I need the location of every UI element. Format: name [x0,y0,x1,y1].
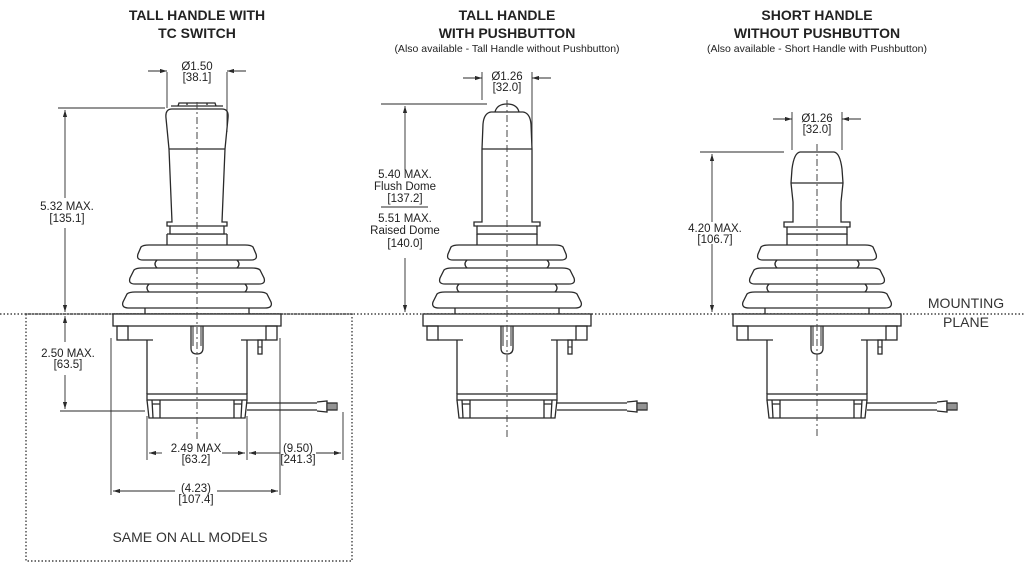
common-depth-dimension: 2.50 MAX. [63.5] [41,316,145,412]
drawing-2-height-raised-in: 5.51 MAX. [378,213,432,225]
drawing-2-subtitle: (Also available - Tall Handle without Pu… [394,43,619,55]
drawing-3-title-line1: SHORT HANDLE [761,7,872,23]
common-base-width-dimension: 2.49 MAX [63.2] [146,416,248,466]
common-base-width-in: 2.49 MAX [171,443,222,455]
drawing-1-height-in: 5.32 MAX. [40,201,94,213]
drawing-2-height-flush-in: 5.40 MAX. [378,169,432,181]
drawing-3-diameter-in: Ø1.26 [801,113,832,125]
drawing-1-diameter-dimension: Ø1.50 [38.1] [148,61,246,132]
drawing-3-diameter-mm: [32.0] [803,124,832,136]
drawing-1-title-line2: TC SWITCH [158,25,236,41]
drawing-1-height-dimension: 5.32 MAX. [135.1] [40,107,165,312]
common-flange-width-dimension: (4.23) [107.4] [110,338,281,506]
drawing-2-title-line1: TALL HANDLE [459,7,556,23]
common-flange-width-mm: [107.4] [178,494,213,506]
drawing-1-diameter-in: Ø1.50 [181,61,212,73]
common-cable-length-mm: [241.3] [280,454,315,466]
drawing-2-diameter-mm: [32.0] [493,82,522,94]
drawing-3-subtitle: (Also available - Short Handle with Push… [707,43,927,55]
drawing-1-title-line1: TALL HANDLE WITH [129,7,265,23]
drawing-2-height-raised-label: Raised Dome [370,225,440,237]
same-on-all-models-box [25,313,353,562]
drawing-3-height-mm: [106.7] [697,234,732,246]
drawing-tall-handle-pushbutton: TALL HANDLE WITH PUSHBUTTON (Also availa… [370,7,648,439]
common-base-width-mm: [63.2] [182,454,211,466]
mounting-plane-label-line1: MOUNTING [928,295,1004,311]
common-depth-mm: [63.5] [54,359,83,371]
drawing-2-title-line2: WITH PUSHBUTTON [439,25,576,41]
drawing-2-height-raised-mm: [140.0] [387,238,422,250]
mounting-plane-label-line2: PLANE [943,314,989,330]
drawing-2-height-dimension: 5.40 MAX. Flush Dome [137.2] 5.51 MAX. R… [370,103,487,312]
drawing-1-diameter-mm: [38.1] [183,72,212,84]
drawing-3-height-in: 4.20 MAX. [688,223,742,235]
common-flange-width-in: (4.23) [181,483,211,495]
drawing-3-title-line2: WITHOUT PUSHBUTTON [734,25,900,41]
drawing-3-height-dimension: 4.20 MAX. [106.7] [688,151,784,312]
drawing-1-height-mm: [135.1] [49,213,84,225]
drawing-3-diameter-dimension: Ø1.26 [32.0] [773,112,861,150]
drawing-2-height-flush-label: Flush Dome [374,181,436,193]
common-cable-length-in: (9.50) [283,443,313,455]
drawing-2-height-flush-mm: [137.2] [387,193,422,205]
drawing-short-handle-no-pushbutton: SHORT HANDLE WITHOUT PUSHBUTTON (Also av… [688,7,958,439]
common-cable-length-dimension: (9.50) [241.3] [249,412,344,466]
common-depth-in: 2.50 MAX. [41,348,95,360]
same-on-all-models-label: SAME ON ALL MODELS [112,529,267,545]
drawing-tall-handle-tc-switch: TALL HANDLE WITH TC SWITCH Ø1.50 [38.1] … [40,7,344,506]
drawing-2-diameter-dimension: Ø1.26 [32.0] [463,71,551,160]
drawing-2-diameter-in: Ø1.26 [491,71,522,83]
